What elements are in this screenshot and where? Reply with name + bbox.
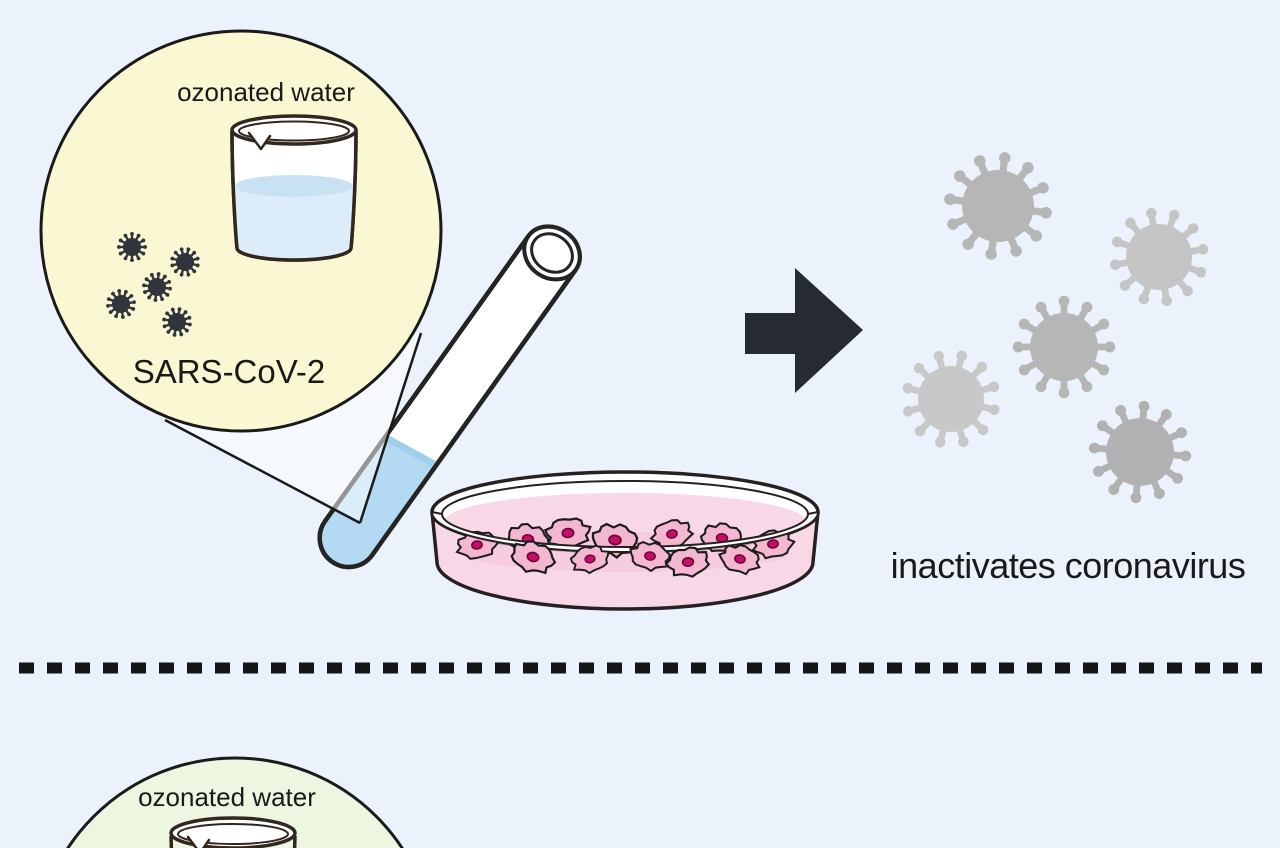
cell-nucleus	[734, 554, 746, 564]
beaker-icon	[230, 114, 358, 262]
cell-nucleus	[644, 551, 656, 561]
beaker-rim-inner	[238, 120, 350, 142]
sars-cov-2-label: SARS-CoV-2	[133, 353, 326, 390]
cell-nucleus	[471, 540, 483, 550]
beaker-spout	[186, 835, 211, 848]
cell-nucleus	[666, 529, 678, 539]
sars-cov-2-virus-group	[106, 231, 200, 337]
beaker-spout	[247, 131, 272, 151]
beaker-icon	[169, 816, 297, 848]
beaker-body-outline	[230, 131, 358, 262]
petri-dish-icon	[430, 470, 820, 611]
cell-nucleus	[608, 534, 622, 546]
cell-nucleus	[561, 527, 575, 539]
sars-cov-2-virus-icon	[116, 231, 148, 263]
cell-nucleus	[526, 551, 540, 563]
cell-nucleus	[584, 554, 596, 564]
test-tube-icon	[317, 224, 582, 570]
test-tube-opening-inner	[530, 232, 574, 274]
test-tube-liquid-surface	[383, 434, 438, 469]
cell-icon	[629, 540, 671, 573]
cell-icon	[717, 544, 761, 576]
inactivated-virus-icon	[1088, 400, 1192, 504]
cell-nucleus	[681, 557, 695, 567]
cell-icon	[664, 546, 711, 578]
inactivated-virus-icon	[902, 350, 1000, 448]
cell-nucleus	[767, 539, 779, 549]
test-tube-liquid	[319, 437, 437, 567]
test-tube-outline	[317, 234, 578, 570]
inactivated-virus-icon	[1109, 207, 1209, 307]
inactivates-coronavirus-label: inactivates coronavirus	[891, 545, 1246, 586]
arrow-right-icon	[745, 268, 863, 393]
beaker-water	[234, 186, 354, 260]
beaker-rim-inner	[177, 823, 289, 845]
cell-icon	[649, 519, 695, 550]
ozonated-water-label-bottom: ozonated water	[138, 782, 316, 812]
sars-cov-2-virus-icon	[170, 247, 200, 277]
inactivated-virus-icon	[944, 152, 1052, 260]
sars-cov-2-virus-icon	[106, 289, 136, 319]
ozonated-water-bubble-bottom: ozonated water	[66, 756, 404, 848]
cell-icon	[544, 517, 592, 550]
cell-culture-front-row	[510, 540, 761, 578]
beaker-water-surface	[235, 175, 353, 197]
ozonated-water-bubble: ozonated water SARS-CoV-2	[39, 29, 443, 433]
ozonated-water-label: ozonated water	[177, 77, 355, 107]
bubble-circle-bottom	[66, 756, 404, 848]
cell-icon	[510, 540, 557, 575]
inactivated-virus-icon	[1012, 295, 1116, 399]
cell-icon	[569, 544, 610, 575]
inactivated-virus-group	[902, 152, 1209, 504]
beaker-body-partial	[169, 835, 297, 848]
sars-cov-2-virus-icon	[162, 307, 192, 337]
sars-cov-2-virus-icon	[142, 272, 172, 302]
